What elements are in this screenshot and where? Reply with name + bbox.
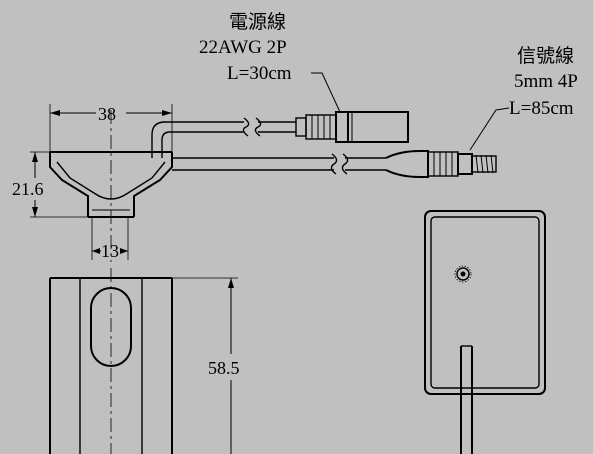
- sensor-head: [49, 110, 173, 262]
- screw-icon: [454, 265, 472, 283]
- power-cable-label: 電源線 22AWG 2P L=30cm: [199, 11, 341, 113]
- dim-13-label: 13: [101, 241, 119, 261]
- dimension-width-top: 38: [49, 104, 173, 152]
- signal-cable-length: L=85cm: [509, 98, 574, 119]
- signal-cable: [172, 150, 497, 178]
- dimension-width-bottom: 13: [91, 217, 129, 261]
- dimension-height-side: 21.6: [12, 151, 88, 218]
- signal-cable-spec: 5mm 4P: [514, 71, 578, 92]
- power-cable-length: L=30cm: [227, 63, 292, 84]
- sensor-rear-view: [424, 210, 546, 454]
- sensor-body-side: [49, 268, 173, 454]
- power-cable-name: 電源線: [229, 11, 286, 33]
- dim-38-label: 38: [98, 104, 116, 124]
- power-cable-leader: [311, 72, 341, 113]
- dim-21-6-label: 21.6: [12, 179, 44, 199]
- signal-cable-label: 信號線 5mm 4P L=85cm: [469, 45, 578, 151]
- power-cable: [151, 111, 409, 158]
- signal-cable-name: 信號線: [517, 45, 574, 67]
- dim-58-5-label: 58.5: [208, 358, 240, 378]
- signal-cable-leader: [469, 107, 510, 151]
- dimension-length-body: 58.5: [172, 277, 240, 454]
- power-cable-spec: 22AWG 2P: [199, 37, 287, 58]
